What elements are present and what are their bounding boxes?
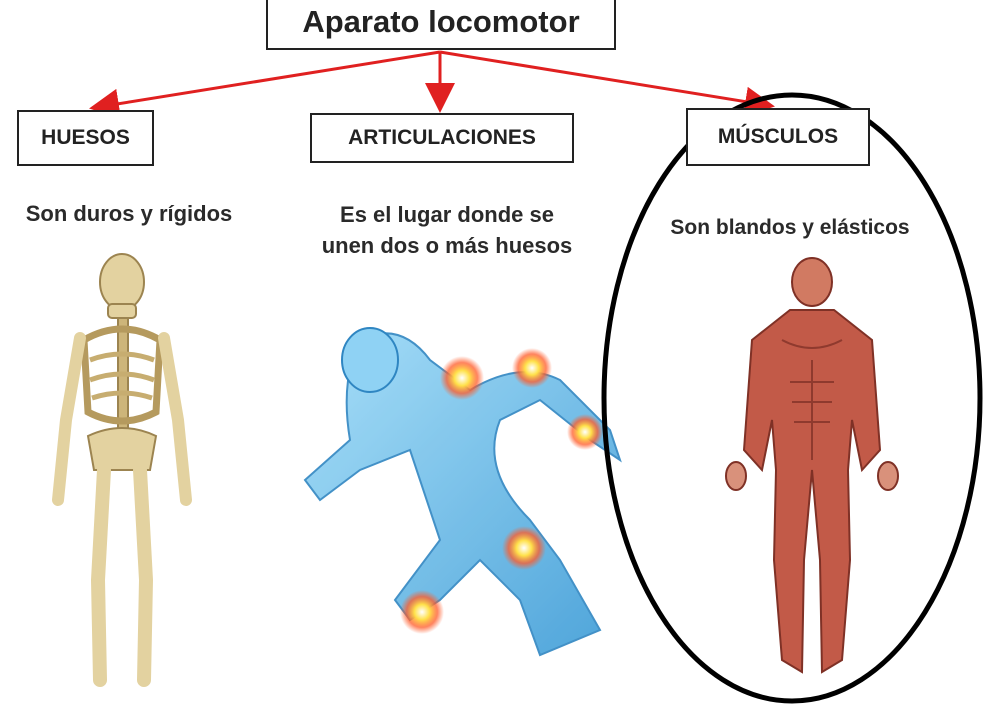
description-musculos: Son blandos y elásticos [670,216,910,239]
branch-label-articulaciones: ARTICULACIONES [348,126,536,149]
connector-arrows [89,50,775,119]
title-text: Aparato locomotor [302,4,580,39]
branch-box-articulaciones: ARTICULACIONES [310,113,574,163]
arrow-to-huesos [89,50,441,119]
branch-box-musculos: MÚSCULOS [686,108,870,166]
description-articulaciones: Es el lugar donde se unen dos o más hues… [321,202,573,258]
skeleton-icon [52,253,192,687]
description-huesos: Son duros y rígidos [25,201,233,226]
branch-label-huesos: HUESOS [41,126,130,149]
runner-joints-icon [303,327,622,657]
branch-label-musculos: MÚSCULOS [717,125,839,148]
arrow-to-musculos [439,50,775,117]
branch-box-huesos: HUESOS [17,110,154,166]
muscle-body-icon [725,257,899,674]
highlight-ellipse [601,92,983,704]
title-box: Aparato locomotor [266,0,616,50]
